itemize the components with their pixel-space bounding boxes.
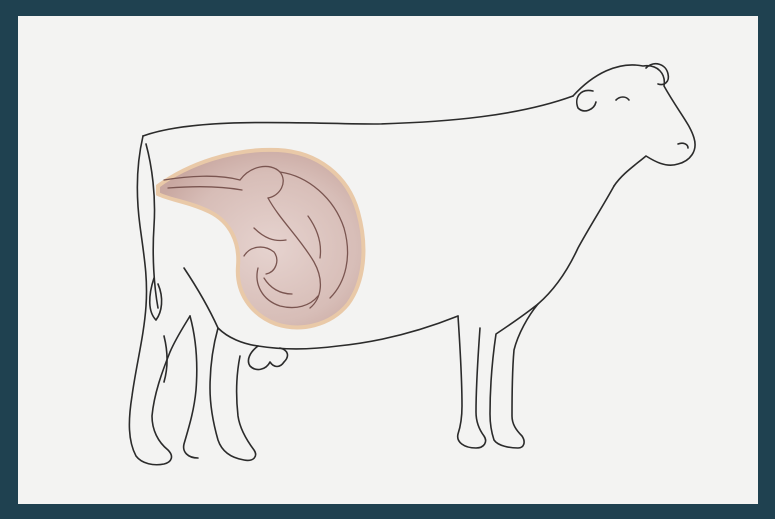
cow-head	[573, 65, 695, 186]
cow-eye	[616, 97, 629, 100]
cow-udder	[248, 346, 287, 369]
cow-front-leg-back	[458, 316, 486, 448]
cow-front-leg-front	[490, 304, 538, 448]
cow-tail-tuft	[150, 278, 162, 320]
cow-throat	[538, 186, 614, 304]
uterus-with-fetus	[158, 150, 363, 328]
cow-back-line	[143, 96, 573, 136]
cow-diagram	[18, 16, 758, 504]
cow-ear	[577, 90, 596, 110]
cow-hock	[164, 336, 167, 382]
illustration-canvas	[18, 16, 758, 504]
cow-outline	[129, 64, 695, 465]
cow-hind-leg-front	[210, 328, 258, 460]
cow-muzzle	[678, 143, 688, 148]
cow-hind-leg-inner	[184, 316, 198, 458]
